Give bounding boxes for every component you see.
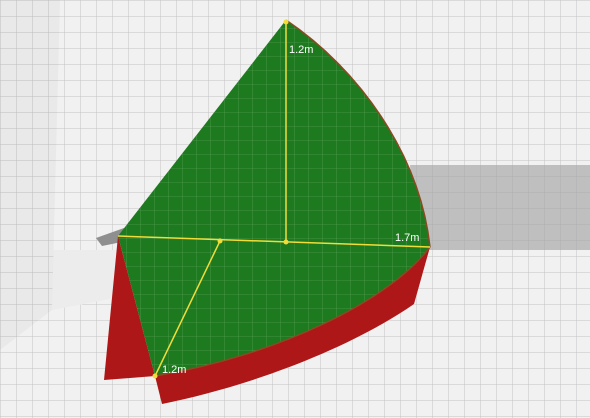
left-wall bbox=[0, 0, 60, 350]
length-label: 1.7m bbox=[395, 232, 419, 244]
dimension-point bbox=[152, 373, 158, 379]
dimension-point bbox=[283, 239, 289, 245]
dimension-point bbox=[283, 19, 289, 25]
green-floor-face bbox=[118, 236, 430, 376]
red-face-bottom bbox=[155, 247, 430, 404]
arc-edge-vertical bbox=[285, 19, 431, 248]
length-dimension-line bbox=[117, 235, 431, 248]
green-vertical-face bbox=[118, 20, 430, 247]
platform-grid bbox=[410, 165, 590, 250]
dimension-point bbox=[217, 238, 223, 244]
red-face-left bbox=[104, 236, 155, 380]
arc-edge-floor bbox=[154, 246, 431, 377]
depth-dimension-line bbox=[154, 240, 221, 377]
depth-label: 1.2m bbox=[162, 364, 186, 376]
height-label: 1.2m bbox=[289, 44, 313, 56]
